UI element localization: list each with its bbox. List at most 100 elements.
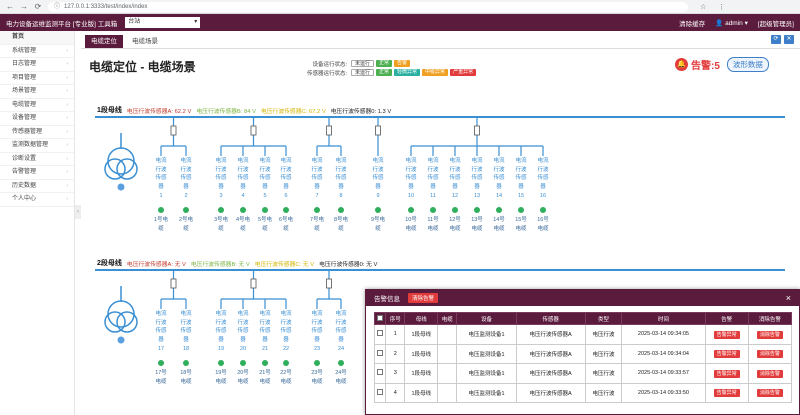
station-select[interactable]: 台站 ▾ [125, 17, 201, 28]
menu-icon[interactable]: ⋮ [718, 3, 726, 11]
alarm-badge: 告警异常 [713, 330, 740, 339]
back-button[interactable]: ← [6, 2, 14, 11]
star-icon[interactable]: ☆ [700, 3, 707, 11]
sidebar-item[interactable]: 个人中心› [0, 193, 74, 207]
cable-label[interactable]: 22号电缆 [280, 370, 292, 385]
row-select-cell[interactable] [373, 343, 387, 364]
row-select-cell[interactable] [373, 324, 387, 345]
close-icon[interactable]: × [785, 293, 791, 303]
cable-label[interactable]: 2号电缆 [178, 217, 194, 232]
cable-label[interactable]: 10号电缆 [405, 217, 417, 232]
cable-label[interactable]: 11号电缆 [427, 217, 439, 232]
feeder-label-line: 器 [218, 184, 224, 191]
cable-label[interactable]: 12号电缆 [449, 217, 461, 232]
row-select-cell[interactable] [373, 363, 387, 384]
sidebar-item-home[interactable]: 首页 [0, 31, 74, 45]
clear-cache-link[interactable]: 清除缓存 [679, 20, 706, 28]
cable-label[interactable]: 9号电缆 [370, 217, 386, 232]
close-tabs-icon[interactable]: ✕ [784, 35, 794, 44]
clear-alarm-button[interactable]: 消除告警 [756, 389, 783, 398]
clear-alarm-button[interactable]: 消除告警 [756, 369, 783, 378]
sidebar-item[interactable]: 传感器管理› [0, 126, 74, 139]
cable-label[interactable]: 6号电缆 [278, 217, 294, 232]
sidebar-item[interactable]: 系统管理› [0, 45, 74, 58]
cable-label[interactable]: 17号电缆 [155, 370, 167, 385]
single-line-diagram [104, 116, 546, 366]
sidebar-item[interactable]: 项目管理› [0, 72, 74, 85]
sidebar-item[interactable]: 告警管理› [0, 166, 74, 180]
clear-alarm-button[interactable]: 消除告警 [756, 350, 783, 359]
cable-label[interactable]: 18号电缆 [180, 370, 192, 385]
cable-label[interactable]: 16号电缆 [537, 217, 549, 232]
clear-alarm-button[interactable]: 消除告警 [756, 330, 783, 339]
sidebar-item[interactable]: 设备管理› [0, 112, 74, 126]
sidebar-item[interactable]: 场景管理› [0, 85, 74, 99]
sidebar-item[interactable]: 电缆管理› [0, 99, 74, 112]
row-checkbox[interactable] [377, 349, 384, 356]
sidebar-item[interactable]: 历史数据› [0, 180, 74, 193]
cable-label[interactable]: 23号电缆 [311, 370, 323, 385]
select-all-checkbox[interactable] [377, 314, 384, 321]
cable-label[interactable]: 24号电缆 [335, 370, 347, 385]
feeder-label-line: 器 [283, 184, 289, 191]
cable-label[interactable]: 15号电缆 [515, 217, 527, 232]
select-all-header[interactable] [373, 312, 387, 325]
sidebar-item[interactable]: 日志管理› [0, 58, 74, 72]
row-checkbox[interactable] [377, 330, 384, 337]
row-select-cell[interactable] [373, 382, 387, 403]
user-menu[interactable]: 👤 admin ▾ [715, 19, 748, 27]
cable-label[interactable]: 19号电缆 [215, 370, 227, 385]
sensor-status-dot [283, 207, 289, 213]
forward-button[interactable]: → [20, 2, 28, 11]
cable-label[interactable]: 4号电缆 [235, 217, 251, 232]
cable-label[interactable]: 5号电缆 [257, 217, 273, 232]
sidebar-item[interactable]: 监测数据管理› [0, 139, 74, 153]
cable-label[interactable]: 8号电缆 [333, 217, 349, 232]
cable-label[interactable]: 14号电缆 [493, 217, 505, 232]
cable-label[interactable]: 20号电缆 [237, 370, 249, 385]
cable-label[interactable]: 21号电缆 [259, 370, 271, 385]
refresh-icon[interactable]: ⟳ [771, 35, 781, 44]
tab-cable-scene[interactable]: 电缆场景 [132, 38, 158, 45]
sidebar-collapse-button[interactable]: ‹ [75, 205, 81, 219]
cable-label[interactable]: 7号电缆 [309, 217, 325, 232]
cable-label[interactable]: 1号电缆 [153, 217, 169, 232]
row-checkbox[interactable] [377, 388, 384, 395]
alarm-count[interactable]: 告警:5 [691, 61, 720, 72]
reload-button[interactable]: ⟳ [34, 2, 42, 11]
sidebar-item[interactable]: 诊断设置› [0, 153, 74, 166]
tab-cable-location[interactable]: 电缆定位 [85, 35, 123, 48]
clear-alarms-button[interactable]: 清除告警 [408, 293, 439, 303]
row-checkbox[interactable] [377, 369, 384, 376]
cable-label[interactable]: 3号电缆 [213, 217, 229, 232]
sensor-status-dot [183, 360, 189, 366]
waveform-data-button[interactable]: 波形数据 [726, 57, 769, 72]
address-bar[interactable]: ⓘ 127.0.0.1:3333/test/index/index [48, 1, 688, 12]
cable-label[interactable]: 13号电缆 [471, 217, 483, 232]
